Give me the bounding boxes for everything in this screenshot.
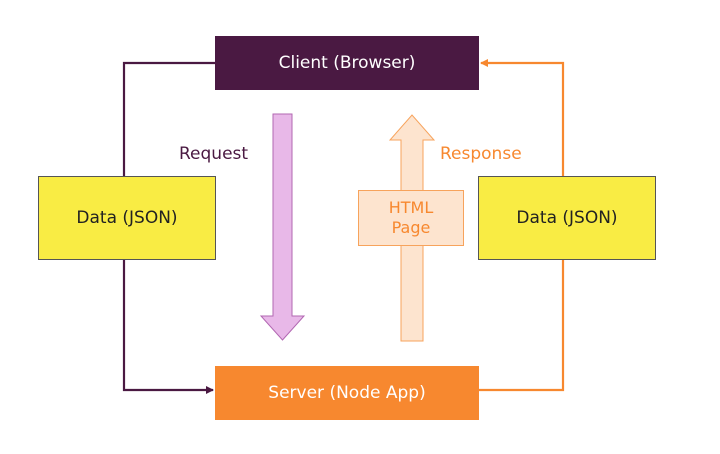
html-page-line2: Page <box>391 218 431 237</box>
server-label: Server (Node App) <box>268 383 426 403</box>
request-arrow <box>259 113 306 341</box>
server-node: Server (Node App) <box>215 366 479 420</box>
data-right-label: Data (JSON) <box>516 208 618 228</box>
client-browser-node: Client (Browser) <box>215 36 479 90</box>
data-left-label: Data (JSON) <box>76 208 178 228</box>
data-json-left-node: Data (JSON) <box>38 176 216 260</box>
response-label: Response <box>440 144 522 164</box>
client-label: Client (Browser) <box>278 53 416 73</box>
html-page-line1: HTML <box>388 198 434 217</box>
data-json-right-node: Data (JSON) <box>478 176 656 260</box>
html-page-node: HTML Page <box>358 190 464 246</box>
request-label: Request <box>179 144 249 164</box>
